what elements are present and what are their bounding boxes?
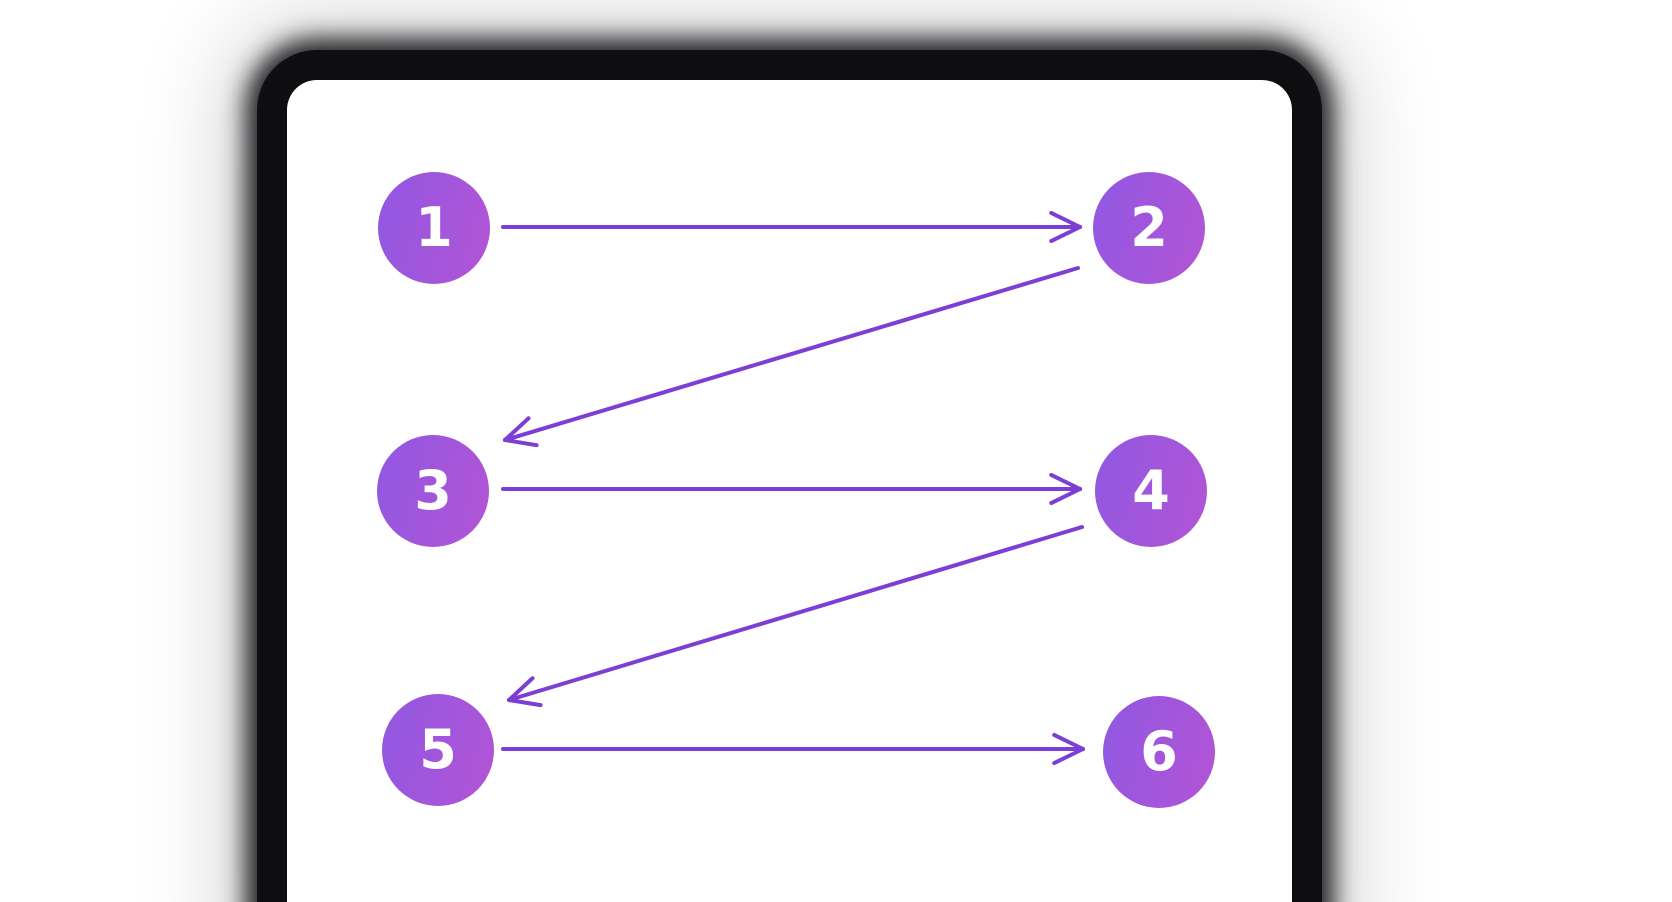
node-label: 5	[419, 718, 457, 781]
node-circle-1: 1	[378, 172, 490, 284]
node-label: 1	[415, 196, 453, 259]
node-circle-6: 6	[1103, 696, 1215, 808]
node-circle-5: 5	[382, 694, 494, 806]
node-label: 6	[1140, 720, 1178, 783]
node-circle-2: 2	[1093, 172, 1205, 284]
node-label: 3	[414, 459, 452, 522]
node-circle-4: 4	[1095, 435, 1207, 547]
node-label: 2	[1130, 196, 1168, 259]
node-circle-3: 3	[377, 435, 489, 547]
node-label: 4	[1132, 459, 1170, 522]
